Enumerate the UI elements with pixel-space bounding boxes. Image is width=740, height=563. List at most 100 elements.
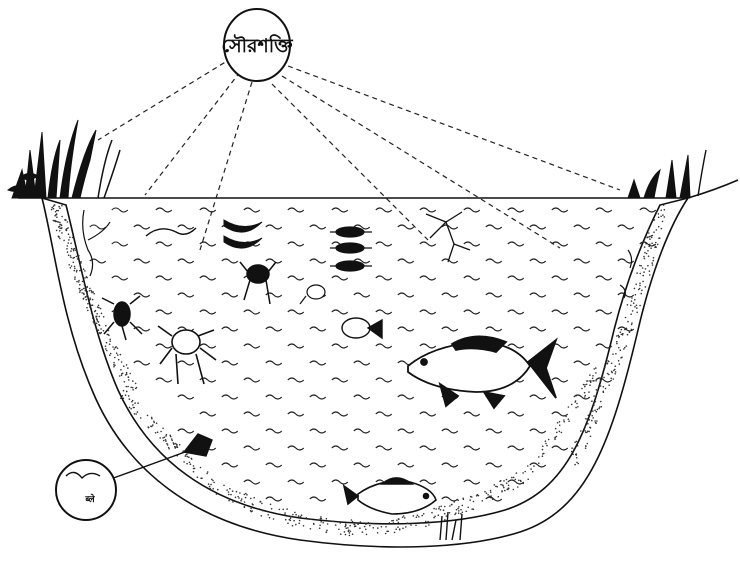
sediment-dot — [490, 490, 492, 492]
sediment-dot — [608, 384, 610, 386]
sediment-dot — [644, 246, 646, 248]
sediment-dot — [635, 283, 637, 285]
sediment-dot — [244, 494, 246, 496]
sediment-dot — [292, 514, 294, 516]
sediment-dot — [78, 281, 80, 283]
water-wave — [310, 463, 326, 467]
sediment-dot — [649, 270, 651, 272]
sediment-dot — [64, 219, 66, 221]
sediment-dot — [128, 395, 130, 397]
sediment-dot — [134, 402, 136, 404]
sediment-dot — [589, 384, 591, 386]
sediment-dot — [616, 343, 618, 345]
sediment-dot — [271, 508, 273, 510]
sediment-dot — [110, 353, 112, 355]
water-wave — [442, 225, 458, 229]
sediment-dot — [397, 526, 399, 528]
sediment-dot — [232, 490, 234, 492]
sediment-dot — [345, 525, 347, 527]
sediment-dot — [458, 510, 460, 512]
sediment-dot — [355, 525, 357, 527]
sediment-dot — [326, 530, 328, 532]
sediment-dot — [115, 346, 117, 348]
sediment-dot — [61, 232, 63, 234]
sediment-dot — [613, 378, 615, 380]
sediment-dot — [290, 517, 292, 519]
sun-ray — [282, 76, 560, 248]
sediment-dot — [590, 413, 592, 415]
sediment-dot — [252, 504, 254, 506]
sun-ray — [272, 84, 428, 240]
sediment-dot — [663, 204, 665, 206]
sediment-dot — [193, 471, 195, 473]
sediment-dot — [98, 329, 100, 331]
sediment-dot — [574, 464, 576, 466]
sediment-dot — [396, 519, 398, 521]
sediment-dot — [235, 497, 237, 499]
sediment-dot — [589, 374, 591, 376]
water-wave — [508, 446, 524, 450]
sediment-dot — [399, 529, 401, 531]
sediment-dot — [600, 401, 602, 403]
sediment-dot — [299, 520, 301, 522]
water-wave — [508, 276, 524, 280]
sediment-dot — [114, 357, 116, 359]
sediment-dot — [68, 233, 70, 235]
water-wave — [486, 225, 502, 229]
sediment-dot — [506, 479, 508, 481]
sediment-dot — [91, 292, 93, 294]
water-wave — [244, 480, 260, 484]
sediment-dot — [113, 364, 115, 366]
sediment-dot — [176, 445, 178, 447]
sediment-dot — [644, 252, 646, 254]
sediment-dot — [624, 347, 626, 349]
sediment-dot — [332, 520, 334, 522]
sediment-dot — [295, 524, 297, 526]
sediment-dot — [634, 299, 636, 301]
sediment-dot — [109, 339, 111, 341]
sediment-dot — [622, 334, 624, 336]
sediment-dot — [106, 342, 108, 344]
sediment-dot — [153, 422, 155, 424]
sediment-dot — [167, 444, 169, 446]
water-wave — [332, 446, 348, 450]
sediment-dot — [592, 378, 594, 380]
sediment-dot — [345, 534, 347, 536]
sediment-dot — [630, 313, 632, 315]
sediment-dot — [107, 334, 109, 336]
sediment-dot — [83, 268, 85, 270]
sediment-dot — [590, 411, 592, 413]
sediment-dot — [575, 454, 577, 456]
sediment-dot — [186, 453, 188, 455]
sediment-dot — [631, 324, 633, 326]
sediment-dot — [123, 398, 125, 400]
sediment-dot — [584, 430, 586, 432]
sediment-dot — [84, 270, 86, 272]
water-wave — [310, 225, 326, 229]
sediment-dot — [155, 432, 157, 434]
sediment-dot — [55, 211, 57, 213]
sediment-dot — [592, 375, 594, 377]
sediment-dot — [135, 383, 137, 385]
water-wave — [244, 310, 260, 314]
sediment-dot — [607, 360, 609, 362]
sediment-dot — [348, 529, 350, 531]
sediment-dot — [100, 328, 102, 330]
sediment-dot — [117, 347, 119, 349]
sediment-dot — [598, 408, 600, 410]
sediment-dot — [209, 486, 211, 488]
sediment-dot — [294, 512, 296, 514]
sediment-dot — [83, 298, 85, 300]
sediment-dot — [118, 359, 120, 361]
sediment-dot — [67, 245, 69, 247]
water-wave — [574, 395, 590, 399]
sediment-dot — [518, 480, 520, 482]
sediment-dot — [600, 379, 602, 381]
snail — [184, 434, 212, 456]
sediment-dot — [70, 257, 72, 259]
sediment-dot — [212, 480, 214, 482]
water-wave — [376, 208, 392, 212]
sediment-dot — [446, 515, 448, 517]
sediment-dot — [636, 305, 638, 307]
sediment-dot — [200, 467, 202, 469]
